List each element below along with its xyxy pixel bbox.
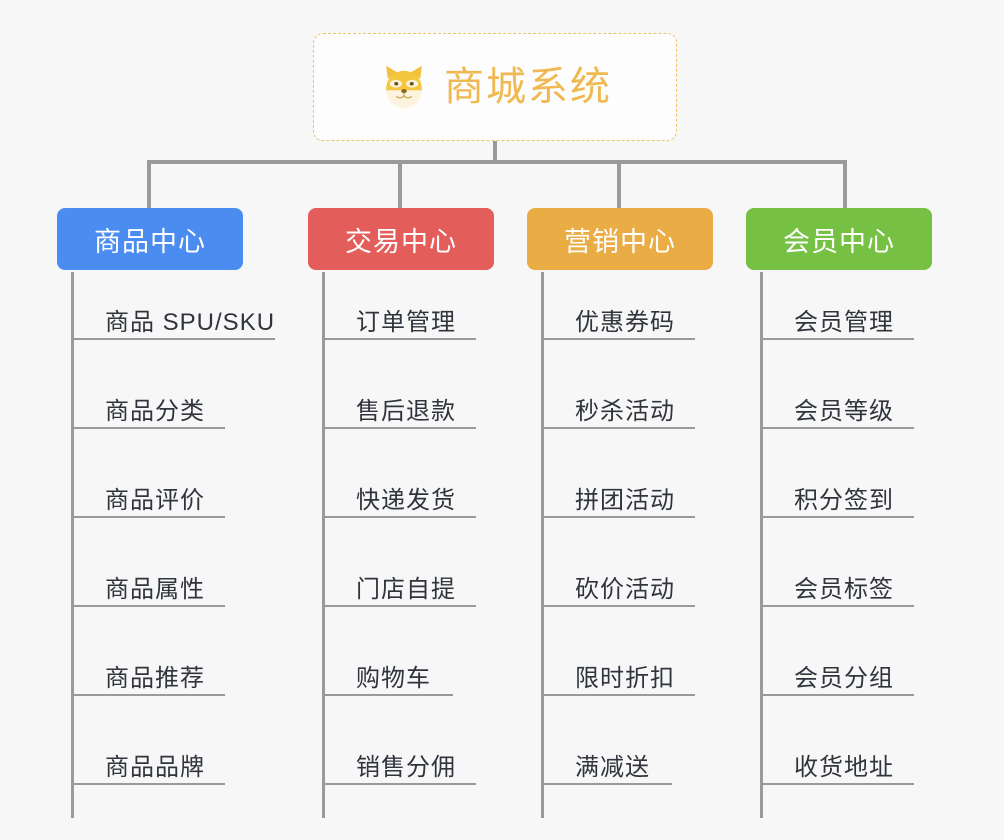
leaf-item-label: 商品 SPU/SKU: [105, 309, 276, 336]
leaf-spine: [322, 272, 325, 818]
branch-box-product-center[interactable]: 商品中心: [57, 208, 243, 270]
leaf-item-label: 拼团活动: [575, 487, 675, 514]
branch-box-marketing-center[interactable]: 营销中心: [527, 208, 713, 270]
leaf-item[interactable]: 售后退款: [322, 383, 476, 429]
leaf-item[interactable]: 商品 SPU/SKU: [71, 294, 275, 340]
leaf-item[interactable]: 会员管理: [760, 294, 914, 340]
leaf-spine: [541, 272, 544, 818]
leaf-item-label: 商品评价: [105, 487, 205, 514]
leaf-item[interactable]: 快递发货: [322, 472, 476, 518]
leaf-item-label: 销售分佣: [356, 754, 456, 781]
branch-label: 交易中心: [345, 226, 457, 257]
leaf-item-label: 订单管理: [356, 309, 456, 336]
leaf-item-label: 收货地址: [794, 754, 894, 781]
leaf-item[interactable]: 购物车: [322, 650, 453, 696]
leaf-item-label: 会员等级: [794, 398, 894, 425]
root-node-title: 商城系统: [444, 65, 612, 109]
connector-horizontal-bus: [147, 160, 847, 164]
leaf-item-label: 秒杀活动: [575, 398, 675, 425]
leaf-item-label: 满减送: [575, 754, 650, 781]
leaf-item-label: 购物车: [356, 665, 431, 692]
leaf-item-label: 商品属性: [105, 576, 205, 603]
leaf-item[interactable]: 拼团活动: [541, 472, 695, 518]
leaf-item[interactable]: 商品推荐: [71, 650, 225, 696]
branch-label: 商品中心: [94, 226, 206, 257]
leaf-item-label: 门店自提: [356, 576, 456, 603]
leaf-item[interactable]: 会员分组: [760, 650, 914, 696]
leaf-spine: [71, 272, 74, 818]
leaf-item[interactable]: 商品品牌: [71, 739, 225, 785]
leaf-item[interactable]: 订单管理: [322, 294, 476, 340]
leaf-item[interactable]: 满减送: [541, 739, 672, 785]
root-node-shop-system[interactable]: 商城系统: [313, 33, 677, 141]
leaf-item-label: 快递发货: [356, 487, 456, 514]
leaf-item[interactable]: 商品属性: [71, 561, 225, 607]
leaf-item[interactable]: 收货地址: [760, 739, 914, 785]
leaf-item[interactable]: 优惠券码: [541, 294, 695, 340]
leaf-item[interactable]: 门店自提: [322, 561, 476, 607]
branch-label: 会员中心: [783, 226, 895, 257]
shiba-inu-dog-face-icon: [378, 61, 430, 113]
leaf-item[interactable]: 会员标签: [760, 561, 914, 607]
branch-box-trade-center[interactable]: 交易中心: [308, 208, 494, 270]
leaf-item-label: 会员分组: [794, 665, 894, 692]
leaf-item[interactable]: 商品评价: [71, 472, 225, 518]
leaf-item[interactable]: 限时折扣: [541, 650, 695, 696]
leaf-item[interactable]: 秒杀活动: [541, 383, 695, 429]
leaf-item-label: 商品分类: [105, 398, 205, 425]
connector-drop-branch-4: [843, 160, 847, 210]
leaf-item[interactable]: 销售分佣: [322, 739, 476, 785]
connector-root-stem: [493, 141, 497, 163]
connector-drop-branch-2: [398, 160, 402, 210]
leaf-item-label: 积分签到: [794, 487, 894, 514]
leaf-spine: [760, 272, 763, 818]
leaf-item-label: 限时折扣: [575, 665, 675, 692]
leaf-item-label: 优惠券码: [575, 309, 675, 336]
leaf-item[interactable]: 砍价活动: [541, 561, 695, 607]
leaf-item[interactable]: 商品分类: [71, 383, 225, 429]
branch-label: 营销中心: [564, 226, 676, 257]
leaf-item-label: 砍价活动: [575, 576, 675, 603]
leaf-item[interactable]: 积分签到: [760, 472, 914, 518]
leaf-item-label: 商品品牌: [105, 754, 205, 781]
branch-box-member-center[interactable]: 会员中心: [746, 208, 932, 270]
leaf-item-label: 会员管理: [794, 309, 894, 336]
leaf-item-label: 会员标签: [794, 576, 894, 603]
leaf-item-label: 商品推荐: [105, 665, 205, 692]
leaf-item[interactable]: 会员等级: [760, 383, 914, 429]
leaf-item-label: 售后退款: [356, 398, 456, 425]
connector-drop-branch-1: [147, 160, 151, 210]
connector-drop-branch-3: [617, 160, 621, 210]
